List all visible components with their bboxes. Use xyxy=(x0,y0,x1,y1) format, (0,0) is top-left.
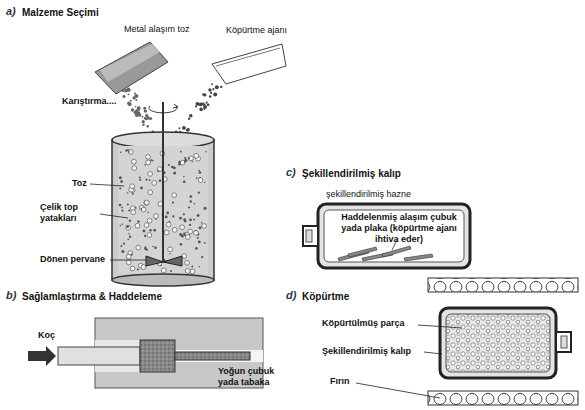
part-label: Koç xyxy=(38,330,55,341)
part-label: Haddelenmiş alaşım çubuk yada plaka (köp… xyxy=(338,212,460,245)
panel-letter: d) xyxy=(286,290,296,301)
panel-title: Malzeme Seçimi xyxy=(22,7,99,18)
leader-lines xyxy=(90,184,146,260)
leader-lines xyxy=(356,325,462,398)
panel-title: Köpürtme xyxy=(302,291,349,302)
part-label: Fırın xyxy=(330,376,350,387)
shaped-mould xyxy=(303,204,470,268)
panel-letter: c) xyxy=(286,167,296,178)
stirrer xyxy=(146,102,182,266)
panel-letter: a) xyxy=(6,6,16,17)
part-label: Toz xyxy=(72,178,87,189)
part-label: şekillendirilmiş hazne xyxy=(326,189,411,200)
part-label: Dönen pervane xyxy=(40,254,105,265)
material-label: Köpürtme ajanı xyxy=(226,25,287,36)
part-label: Köpürtülmüş parça xyxy=(322,318,405,329)
material-label: Metal alaşım toz xyxy=(124,24,190,35)
panel-letter: b) xyxy=(6,290,16,301)
part-label: Şekillendirilmiş kalıp xyxy=(322,346,411,357)
powder-hopper xyxy=(95,42,168,94)
process-label: Karıştırma.... xyxy=(62,96,117,107)
agent-hopper xyxy=(212,44,286,84)
falling-powder xyxy=(122,83,223,133)
panel-title: Şekillendirilmiş kalıp xyxy=(302,168,401,179)
part-label: Yoğun çubuk yada tabaka xyxy=(218,366,288,388)
panel-title: Sağlamlaştırma & Haddeleme xyxy=(22,291,162,302)
part-label: Çelik top yatakları xyxy=(40,202,102,224)
furnace xyxy=(428,278,578,405)
